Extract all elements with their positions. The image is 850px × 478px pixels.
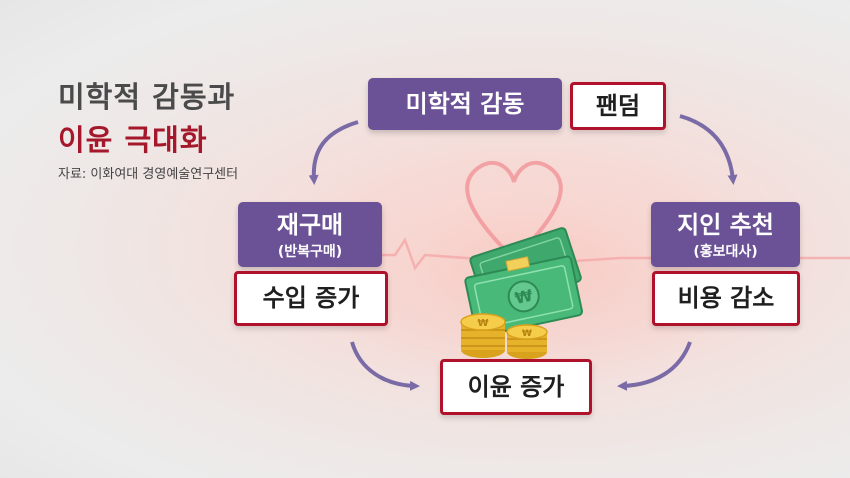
node-repurchase: 재구매 (반복구매) <box>238 202 382 267</box>
heartbeat-line <box>250 237 850 271</box>
node-referral-sublabel: (홍보대사) <box>693 244 758 260</box>
arrow-aesthetic-to-repurchase <box>308 120 359 185</box>
heart-line-icon <box>465 160 563 257</box>
arrow-fandom-to-referral <box>679 114 738 185</box>
svg-text:₩: ₩ <box>522 329 532 339</box>
won-coin-icon: ₩ <box>460 313 506 358</box>
page-title-line2: 이윤 극대화 <box>58 123 208 157</box>
page-title-line1: 미학적 감동과 <box>58 80 236 114</box>
arrow-cost-to-profit <box>617 341 692 391</box>
won-coin-icon: ₩ <box>506 324 548 359</box>
money-illustration: ₩ ₩ ₩ <box>460 227 583 359</box>
arrow-revenue-to-profit <box>350 341 420 391</box>
svg-text:₩: ₩ <box>513 286 535 308</box>
node-aesthetic-emotion: 미학적 감동 <box>368 78 562 130</box>
node-repurchase-label: 재구매 <box>276 211 344 239</box>
node-referral: 지인 추천 (홍보대사) <box>651 202 800 267</box>
svg-text:₩: ₩ <box>477 318 488 329</box>
node-fandom: 팬덤 <box>570 82 666 130</box>
node-referral-label: 지인 추천 <box>677 211 774 239</box>
node-cost-reduction: 비용 감소 <box>652 271 800 326</box>
node-revenue-increase: 수입 증가 <box>234 271 388 326</box>
node-repurchase-sublabel: (반복구매) <box>277 244 343 260</box>
source-caption: 자료: 이화여대 경영예술연구센터 <box>58 167 239 182</box>
node-profit-increase: 이윤 증가 <box>440 359 592 415</box>
